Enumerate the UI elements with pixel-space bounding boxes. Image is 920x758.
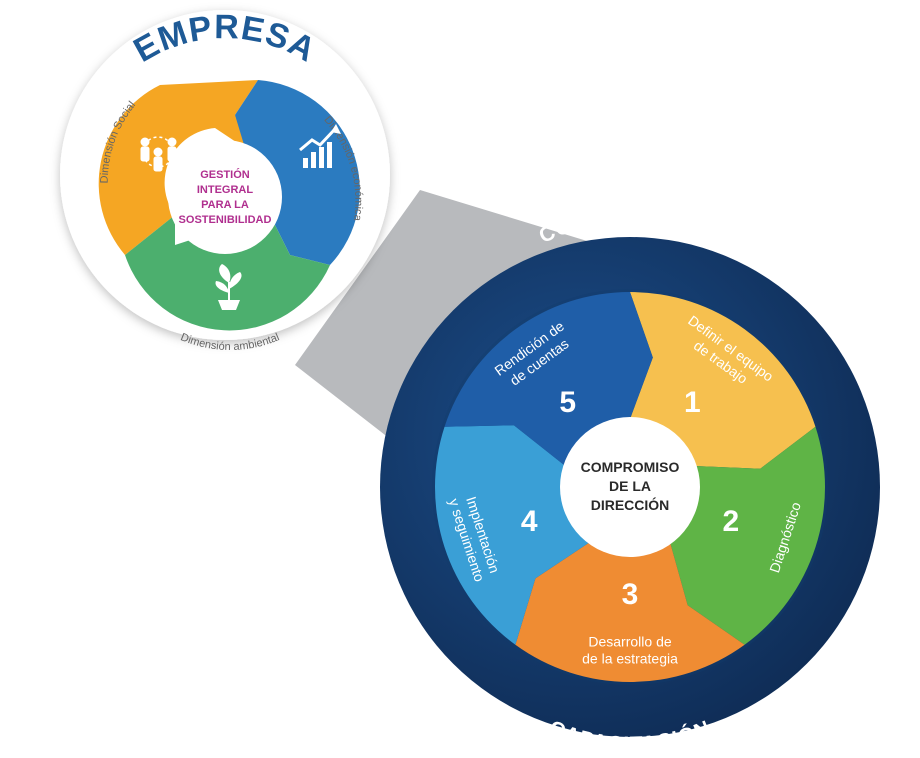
step-2-number: 2: [722, 505, 739, 538]
center-line-3: DIRECCIÓN: [591, 496, 670, 513]
segment-economic: [235, 80, 360, 265]
empresa-center-line-3: PARA LA: [201, 199, 249, 211]
empresa-center-line-1: GESTIÓN: [200, 168, 250, 181]
step-5-number: 5: [559, 386, 576, 419]
step-3-segment: [515, 542, 745, 682]
step-1-number: 1: [684, 386, 701, 419]
plant-icon: [215, 264, 242, 310]
center-circle: [560, 417, 700, 557]
step-2-segment: [669, 426, 825, 645]
empresa-center-circle: [168, 140, 282, 254]
step-4-segment: [435, 425, 591, 645]
empresa-center-line-4: SOSTENIBILIDAD: [179, 214, 272, 226]
step-3-label-line: de la estrategia: [582, 651, 678, 667]
step-3-label-line: Desarrollo de: [588, 634, 671, 650]
center-line-2: DE LA: [609, 478, 651, 494]
step-3-number: 3: [622, 578, 639, 611]
growth-chart-icon: [299, 124, 341, 168]
step-5-segment: [444, 292, 653, 466]
segment-social: [98, 80, 258, 255]
empresa-center-line-2: INTEGRAL: [197, 184, 254, 196]
center-line-1: COMPROMISO: [581, 459, 680, 475]
empresa-circle: EMPRESA GESTIÓN INTEGRAL PARA LA SOSTENI…: [60, 8, 390, 353]
step-4-number: 4: [521, 505, 538, 538]
step-1-segment: [630, 292, 816, 469]
people-icon: [140, 136, 177, 172]
